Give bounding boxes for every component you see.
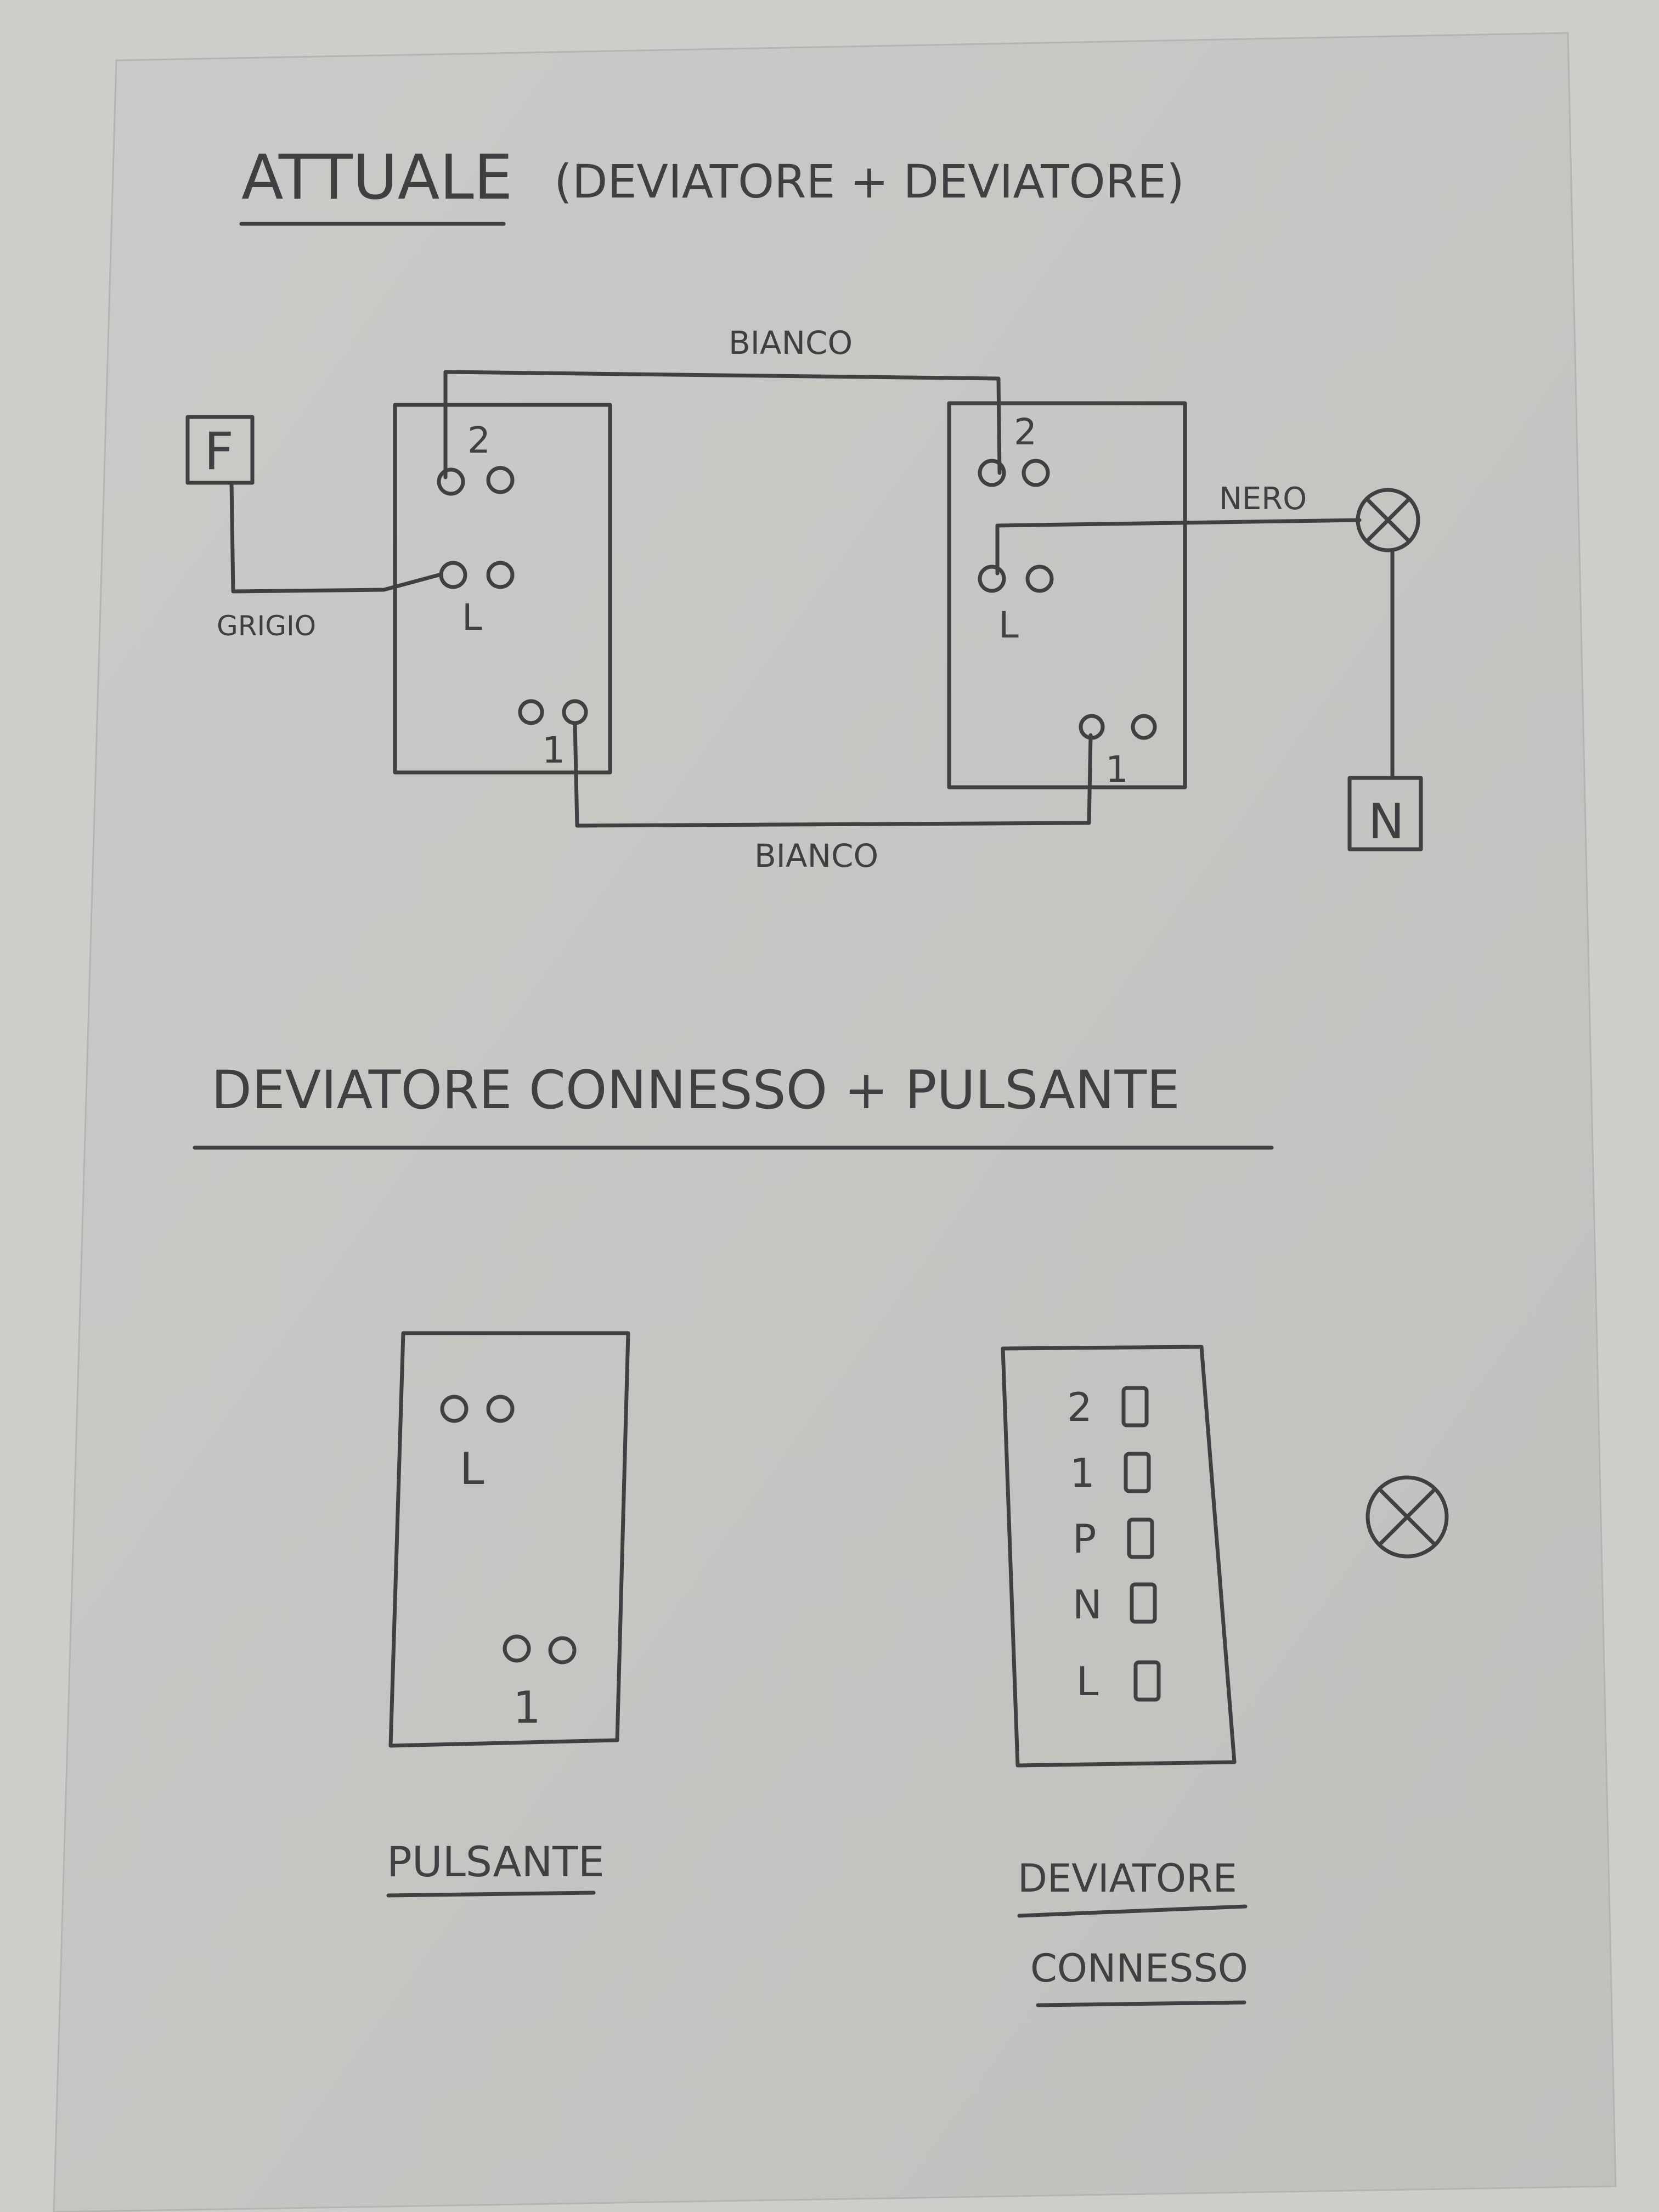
connesso-label-2: 2 bbox=[1067, 1384, 1092, 1430]
connesso-caption-line2: CONNESSO bbox=[1030, 1946, 1248, 1991]
connesso-label-1: 1 bbox=[1070, 1450, 1095, 1496]
phase-box bbox=[185, 415, 255, 485]
left-label-2: 2 bbox=[467, 419, 490, 461]
right-label-l: L bbox=[998, 604, 1019, 646]
right-terminal-l bbox=[978, 565, 1054, 593]
wire-label-grigio: GRIGIO bbox=[217, 610, 316, 642]
wire-bianco-bottom bbox=[573, 721, 1093, 828]
lamp-icon-bottom bbox=[1365, 1475, 1449, 1559]
connesso-caption-line1: DEVIATORE bbox=[1018, 1856, 1237, 1901]
left-label-1: 1 bbox=[542, 729, 565, 771]
pulsante-box bbox=[388, 1331, 630, 1748]
right-terminal-2 bbox=[978, 459, 1050, 487]
right-label-1: 1 bbox=[1105, 748, 1128, 791]
wire-label-bianco-bottom: BIANCO bbox=[754, 837, 878, 874]
pulsante-caption: PULSANTE bbox=[387, 1837, 605, 1886]
phase-label: F bbox=[204, 422, 234, 482]
connesso-underline-2 bbox=[1036, 2000, 1246, 2007]
pulsante-terminal-1 bbox=[503, 1634, 577, 1664]
section2-title: DEVIATORE CONNESSO + PULSANTE bbox=[211, 1059, 1180, 1121]
wire-bianco-top bbox=[443, 370, 1002, 479]
section1-subtitle: (DEVIATORE + DEVIATORE) bbox=[554, 155, 1184, 208]
right-label-2: 2 bbox=[1014, 411, 1037, 453]
connesso-box bbox=[1001, 1345, 1237, 1768]
left-label-l: L bbox=[462, 596, 482, 639]
connesso-terminal-slots bbox=[1121, 1386, 1161, 1702]
neutral-label: N bbox=[1368, 793, 1404, 850]
wire-label-nero: NERO bbox=[1219, 481, 1307, 517]
left-terminal-l bbox=[439, 561, 515, 589]
pulsante-label-l: L bbox=[460, 1443, 484, 1494]
connesso-label-l: L bbox=[1076, 1658, 1098, 1705]
pulsante-terminal-l bbox=[440, 1395, 515, 1423]
pulsante-label-1: 1 bbox=[513, 1682, 541, 1733]
wire-nero bbox=[995, 518, 1362, 575]
wire-grigio bbox=[229, 481, 441, 594]
right-deviator-box bbox=[947, 401, 1187, 789]
neutral-box bbox=[1347, 776, 1423, 851]
connesso-label-n: N bbox=[1073, 1582, 1102, 1628]
wire-label-bianco-top: BIANCO bbox=[729, 324, 853, 362]
pulsante-underline bbox=[386, 1891, 596, 1898]
connesso-underline-1 bbox=[1017, 1904, 1248, 1918]
left-terminal-2 bbox=[437, 466, 515, 496]
connesso-label-p: P bbox=[1073, 1516, 1096, 1562]
section1-title: ATTUALE bbox=[241, 142, 513, 213]
